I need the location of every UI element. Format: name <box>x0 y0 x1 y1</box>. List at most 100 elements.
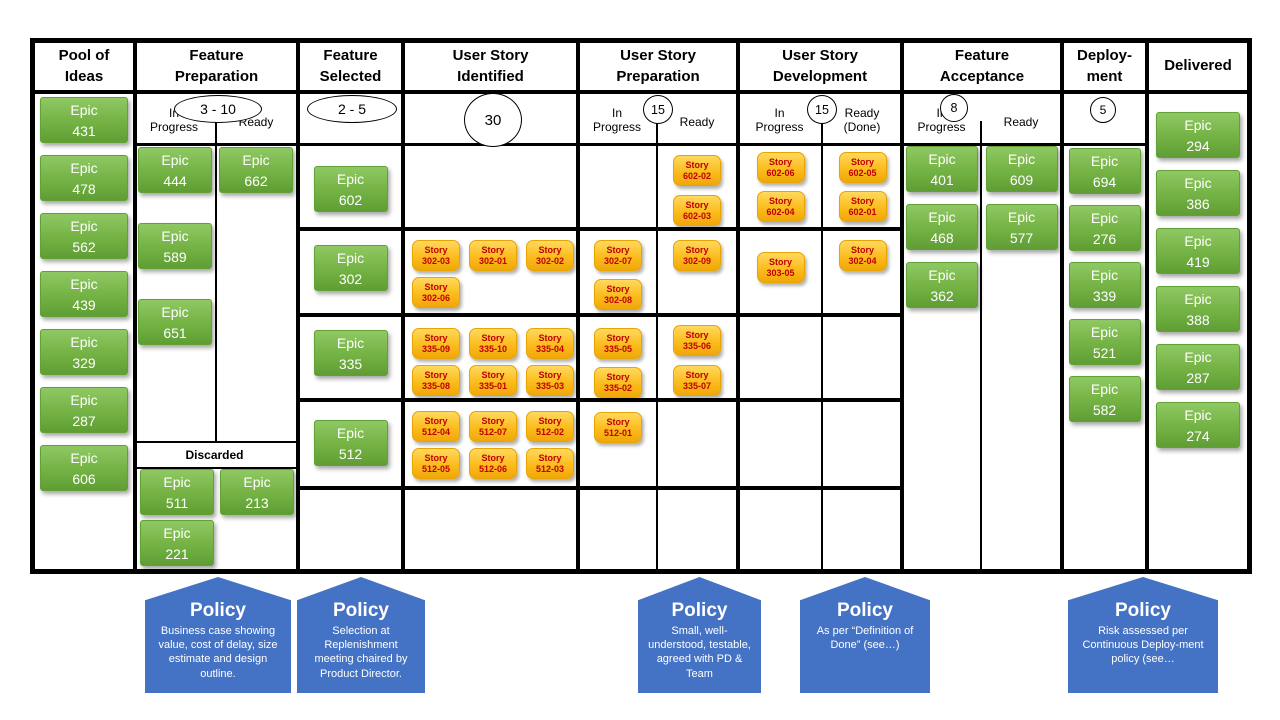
story-card-id: 302-07 <box>603 256 633 266</box>
story-card[interactable]: Story 512-02 <box>526 411 574 442</box>
story-card[interactable]: Story 303-05 <box>756 252 805 283</box>
story-card[interactable]: Story 302-02 <box>526 240 574 271</box>
story-card[interactable]: Story 302-09 <box>673 240 721 271</box>
swimlane-divider <box>296 227 904 231</box>
epic-card[interactable]: Epic 329 <box>40 329 128 375</box>
story-card[interactable]: Story 335-08 <box>412 365 460 396</box>
story-card[interactable]: Story 335-03 <box>526 365 574 396</box>
story-card[interactable]: Story 602-05 <box>838 152 887 183</box>
policy-user-story-development: Policy As per “Definition of Done” (see…… <box>800 577 930 693</box>
story-card[interactable]: Story 602-01 <box>838 191 887 222</box>
epic-card[interactable]: Epic 388 <box>1156 286 1240 332</box>
story-card-id: 335-05 <box>603 344 633 354</box>
story-card[interactable]: Story 335-06 <box>673 325 721 356</box>
epic-card[interactable]: Epic 276 <box>1068 205 1141 251</box>
epic-card[interactable]: Epic 589 <box>138 223 212 269</box>
story-card[interactable]: Story 335-05 <box>594 328 642 359</box>
epic-card[interactable]: Epic 419 <box>1156 228 1240 274</box>
epic-card[interactable]: Epic 468 <box>906 204 978 250</box>
epic-card[interactable]: Epic 511 <box>140 469 214 515</box>
story-card[interactable]: Story 602-06 <box>756 152 805 183</box>
cell-lane1-dev-ready: Story 602-05 Story 602-01 <box>825 147 900 232</box>
story-card[interactable]: Story 335-07 <box>673 365 721 396</box>
epic-card[interactable]: Epic 401 <box>906 146 978 192</box>
epic-card[interactable]: Epic 521 <box>1068 319 1141 365</box>
epic-card[interactable]: Epic 274 <box>1156 402 1240 448</box>
epic-card[interactable]: Epic 302 <box>313 245 388 291</box>
story-card[interactable]: Story 512-05 <box>412 448 460 479</box>
story-card[interactable]: Story 302-01 <box>469 240 517 271</box>
cell-lane3-identified: Story 335-09 Story 335-10 Story 335-04 S… <box>405 317 576 398</box>
story-card[interactable]: Story 512-07 <box>469 411 517 442</box>
epic-card[interactable]: Epic 431 <box>40 97 128 143</box>
story-card[interactable]: Story 302-07 <box>594 240 642 271</box>
column-header-feature-acceptance: Feature Acceptance <box>939 47 1025 85</box>
policy-title: Policy <box>837 600 893 621</box>
story-card-label: Story <box>538 245 562 255</box>
column-header-user-story-identified: User Story Identified <box>452 47 529 85</box>
epic-card[interactable]: Epic 662 <box>219 147 293 193</box>
story-card[interactable]: Story 602-02 <box>673 155 721 186</box>
epic-card-id: 294 <box>1186 138 1210 154</box>
fprep-discarded-stack: Epic 511 Epic 213 Epic 221 <box>135 469 296 567</box>
cell-lane5-prep-ready <box>658 490 736 569</box>
epic-card[interactable]: Epic 221 <box>140 520 214 566</box>
story-card[interactable]: Story 602-04 <box>756 191 805 222</box>
epic-card[interactable]: Epic 606 <box>40 445 128 491</box>
story-card[interactable]: Story 512-01 <box>594 412 642 443</box>
story-card[interactable]: Story 602-03 <box>673 195 721 226</box>
policy-deployment: Policy Risk assessed per Continuous Depl… <box>1068 577 1218 693</box>
epic-card[interactable]: Epic 444 <box>138 147 212 193</box>
epic-card[interactable]: Epic 602 <box>313 166 388 212</box>
sublabel-fprep-in-progress: In Progress <box>149 106 199 134</box>
story-card-id: 303-05 <box>766 268 795 278</box>
epic-card[interactable]: Epic 213 <box>220 469 294 515</box>
story-card[interactable]: Story 512-06 <box>469 448 517 479</box>
policy-body: As per “Definition of Done” (see…) <box>816 624 914 652</box>
epic-card[interactable]: Epic 439 <box>40 271 128 317</box>
epic-card[interactable]: Epic 577 <box>985 204 1058 250</box>
epic-card[interactable]: Epic 582 <box>1068 376 1141 422</box>
story-card[interactable]: Story 335-09 <box>412 328 460 359</box>
epic-card-label: Epic <box>1184 175 1212 191</box>
epic-card[interactable]: Epic 478 <box>40 155 128 201</box>
epic-card[interactable]: Epic 694 <box>1068 148 1141 194</box>
policy-user-story-preparation: Policy Small, well-understood, testable,… <box>638 577 761 693</box>
epic-card[interactable]: Epic 335 <box>313 330 388 376</box>
epic-card[interactable]: Epic 562 <box>40 213 128 259</box>
epic-card[interactable]: Epic 609 <box>985 146 1058 192</box>
story-card[interactable]: Story 512-03 <box>526 448 574 479</box>
column-divider <box>576 43 580 569</box>
story-card[interactable]: Story 512-04 <box>412 411 460 442</box>
swimlane-divider <box>296 313 904 317</box>
story-card-label: Story <box>481 416 505 426</box>
epic-card-label: Epic <box>70 334 98 350</box>
story-card-label: Story <box>481 333 505 343</box>
story-card[interactable]: Story 302-03 <box>412 240 460 271</box>
story-card[interactable]: Story 302-06 <box>412 277 460 308</box>
epic-card[interactable]: Epic 287 <box>40 387 128 433</box>
epic-card[interactable]: Epic 386 <box>1156 170 1240 216</box>
story-card[interactable]: Story 335-02 <box>594 367 642 398</box>
column-header-user-story-preparation: User Story Preparation <box>616 47 700 85</box>
story-card[interactable]: Story 335-10 <box>469 328 517 359</box>
epic-card-id: 274 <box>1186 428 1210 444</box>
epic-card-label: Epic <box>70 102 98 118</box>
epic-card[interactable]: Epic 512 <box>313 420 388 466</box>
cell-lane1-prep-in-progress <box>580 147 656 235</box>
epic-card[interactable]: Epic 651 <box>138 299 212 345</box>
story-card-id: 602-06 <box>766 168 795 178</box>
story-card[interactable]: Story 335-01 <box>469 365 517 396</box>
epic-card-id: 386 <box>1186 196 1210 212</box>
epic-card-label: Epic <box>1090 324 1119 340</box>
cell-lane1-dev-in-progress: Story 602-06 Story 602-04 <box>740 147 821 232</box>
story-card[interactable]: Story 335-04 <box>526 328 574 359</box>
cell-lane5-identified <box>405 490 576 569</box>
story-card[interactable]: Story 302-04 <box>838 240 887 271</box>
story-card-label: Story <box>685 160 709 170</box>
story-card[interactable]: Story 302-08 <box>594 279 642 310</box>
epic-card[interactable]: Epic 339 <box>1068 262 1141 308</box>
epic-card[interactable]: Epic 287 <box>1156 344 1240 390</box>
epic-card[interactable]: Epic 294 <box>1156 112 1240 158</box>
epic-card[interactable]: Epic 362 <box>906 262 978 308</box>
